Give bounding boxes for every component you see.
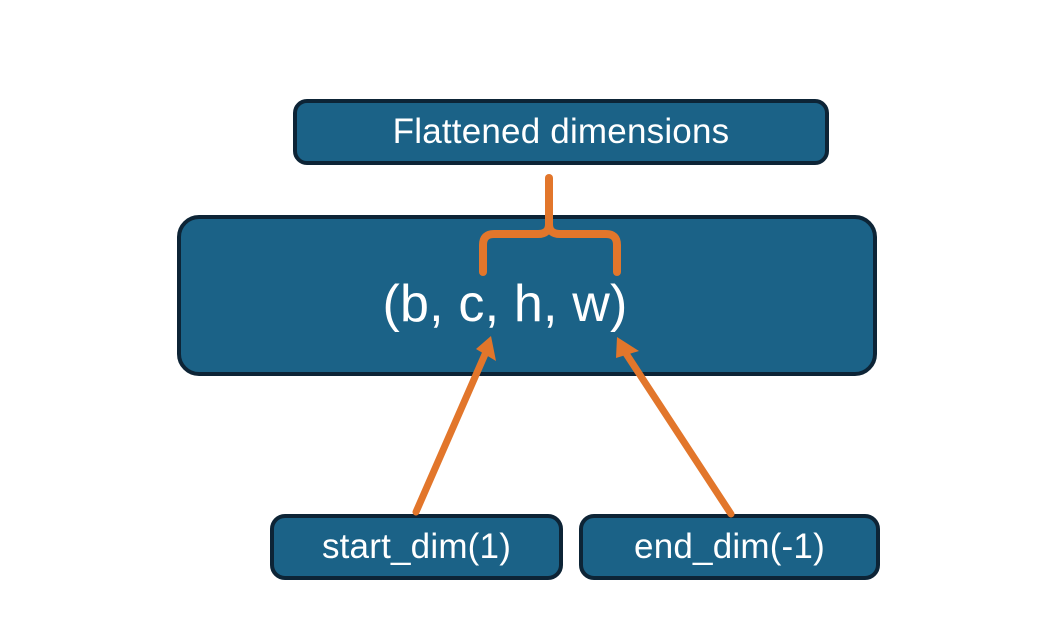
flattened-dimensions-box: Flattened dimensions [293,99,829,165]
tensor-shape-label: (b, c, h, w) [382,274,628,333]
flattened-dimensions-label: Flattened dimensions [392,112,730,151]
end-dim-label: end_dim(-1) [634,527,825,566]
end-dim-box: end_dim(-1) [579,514,880,580]
start-dim-label: start_dim(1) [321,527,512,566]
start-dim-box: start_dim(1) [270,514,563,580]
tensor-shape-box: (b, c, h, w) [177,215,877,376]
